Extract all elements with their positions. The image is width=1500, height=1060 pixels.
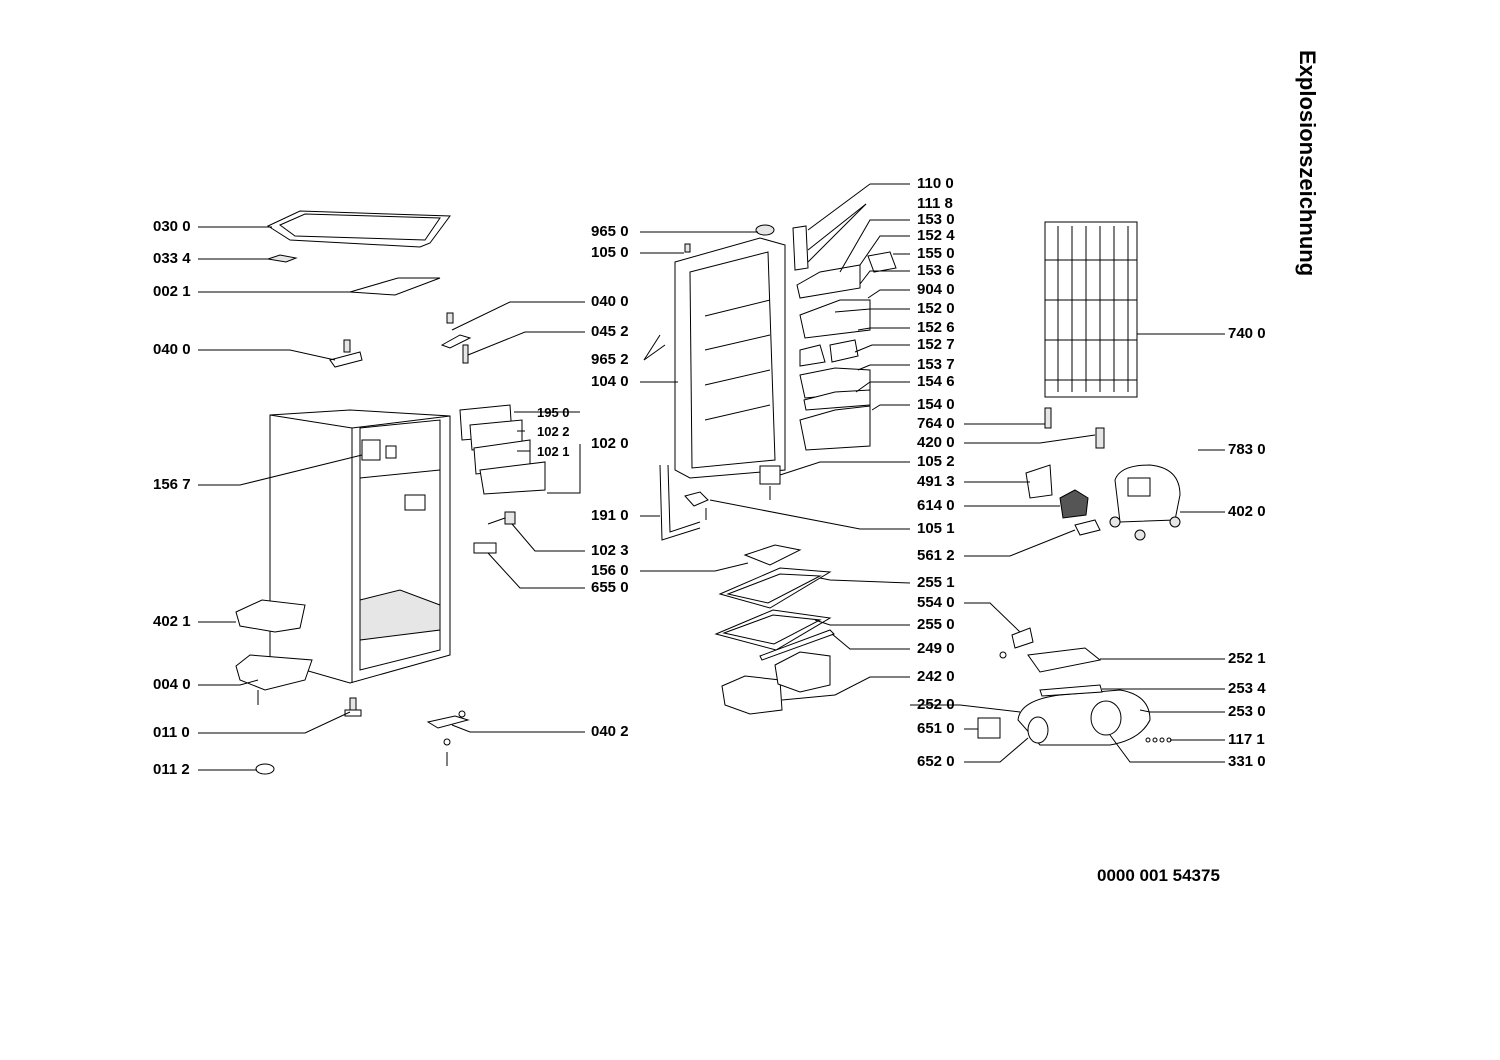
- part-label-1526: 152 6: [917, 319, 955, 336]
- part-label-0400-b: 040 0: [591, 293, 629, 310]
- part-label-0334: 033 4: [153, 250, 191, 267]
- part-label-0400: 040 0: [153, 341, 191, 358]
- clamp-part: [1074, 519, 1101, 536]
- part-label-9652: 965 2: [591, 351, 629, 368]
- relay-part: [1025, 464, 1089, 519]
- part-label-2420: 242 0: [917, 668, 955, 685]
- ice-tray-part: [743, 544, 802, 566]
- bottom-hinge-part: [426, 710, 470, 766]
- part-label-1118: 111 8: [917, 195, 953, 212]
- base-foot-part: [235, 599, 306, 633]
- part-label-1520: 152 0: [917, 300, 955, 317]
- lamp-socket-part: [999, 627, 1034, 659]
- foot-cap-part: [255, 763, 275, 775]
- part-label-1560: 156 0: [591, 562, 629, 579]
- part-label-1550: 155 0: [917, 245, 955, 262]
- crisper-boxes-part: [721, 651, 831, 715]
- part-label-1022: 102 2: [537, 424, 570, 439]
- part-label-0402: 040 2: [591, 723, 629, 740]
- part-label-7830: 783 0: [1228, 441, 1266, 458]
- part-label-1540: 154 0: [917, 396, 955, 413]
- part-label-4913: 491 3: [917, 473, 955, 490]
- part-label-0110: 011 0: [153, 724, 190, 741]
- door-stop-part: [759, 465, 781, 500]
- part-label-1100: 110 0: [917, 175, 954, 192]
- part-label-1020: 102 0: [591, 435, 629, 452]
- document-number: 0000 001 54375: [1097, 866, 1220, 885]
- thermostat-housing-part: [977, 647, 1172, 746]
- top-cover-part: [266, 210, 451, 248]
- part-label-4021: 402 1: [153, 613, 191, 630]
- drier-part: [1044, 407, 1105, 449]
- hinge-pin-part: [440, 312, 472, 364]
- door-part: [674, 224, 786, 479]
- part-label-2521: 252 1: [1228, 650, 1266, 667]
- part-label-1567: 156 7: [153, 476, 191, 493]
- part-label-1536: 153 6: [917, 262, 955, 279]
- part-label-6550: 655 0: [591, 579, 629, 596]
- part-label-1910: 191 0: [591, 507, 629, 524]
- bottom-hinge-left-part: [235, 654, 313, 705]
- part-label-3310: 331 0: [1228, 753, 1266, 770]
- part-label-1052: 105 2: [917, 453, 955, 470]
- glass-shelf-lower-part: [714, 609, 832, 651]
- page-title: Explosionszeichnung: [1295, 50, 1320, 277]
- part-label-2490: 249 0: [917, 640, 955, 657]
- hinge-bracket-part: [684, 491, 709, 520]
- part-label-1023: 102 3: [591, 542, 629, 559]
- leader-lines: [198, 183, 1225, 771]
- top-plate-part: [349, 277, 441, 296]
- part-label-1021: 102 1: [537, 444, 570, 459]
- part-label-2551: 255 1: [917, 574, 955, 591]
- part-label-7400: 740 0: [1228, 325, 1266, 342]
- part-label-7640: 764 0: [917, 415, 955, 432]
- door-gasket-part: [659, 464, 701, 541]
- freezer-door-assembly-part: [459, 404, 546, 495]
- part-label-9040: 904 0: [917, 281, 955, 298]
- part-label-6140: 614 0: [917, 497, 955, 514]
- part-label-9650: 965 0: [591, 223, 629, 240]
- part-label-2520: 252 0: [917, 696, 955, 713]
- compressor-part: [1109, 464, 1181, 541]
- adjustable-foot-part: [344, 697, 362, 717]
- part-label-0040: 004 0: [153, 676, 191, 693]
- part-label-4200: 420 0: [917, 434, 955, 451]
- part-label-0452: 045 2: [591, 323, 629, 340]
- hinge-upper-left-part: [329, 339, 363, 368]
- part-label-6520: 652 0: [917, 753, 955, 770]
- part-label-0112: 011 2: [153, 761, 190, 778]
- part-label-1527: 152 7: [917, 336, 955, 353]
- part-label-2530: 253 0: [1228, 703, 1266, 720]
- catch-part: [473, 542, 497, 554]
- part-label-1051: 105 1: [917, 520, 955, 537]
- part-label-5540: 554 0: [917, 594, 955, 611]
- shelf-trim-part: [759, 629, 835, 661]
- part-label-0021: 002 1: [153, 283, 191, 300]
- part-label-1524: 152 4: [917, 227, 955, 244]
- part-label-1530: 153 0: [917, 211, 955, 228]
- part-label-1040: 104 0: [591, 373, 629, 390]
- part-label-0300: 030 0: [153, 218, 191, 235]
- door-shelves-part: [792, 225, 897, 451]
- part-label-1171: 117 1: [1228, 731, 1265, 748]
- part-label-1537: 153 7: [917, 356, 955, 373]
- part-label-6510: 651 0: [917, 720, 955, 737]
- part-label-5612: 561 2: [917, 547, 955, 564]
- part-label-2550: 255 0: [917, 616, 955, 633]
- part-label-1050: 105 0: [591, 244, 629, 261]
- part-label-1546: 154 6: [917, 373, 955, 390]
- part-label-1950: 195 0: [537, 405, 570, 420]
- part-label-2534: 253 4: [1228, 680, 1266, 697]
- latch-part: [487, 511, 516, 525]
- part-label-4020: 402 0: [1228, 503, 1266, 520]
- glass-shelf-upper-part: [718, 567, 832, 609]
- clip-part: [267, 254, 298, 263]
- cabinet-body-part: [269, 409, 451, 684]
- condenser-part: [1044, 221, 1138, 398]
